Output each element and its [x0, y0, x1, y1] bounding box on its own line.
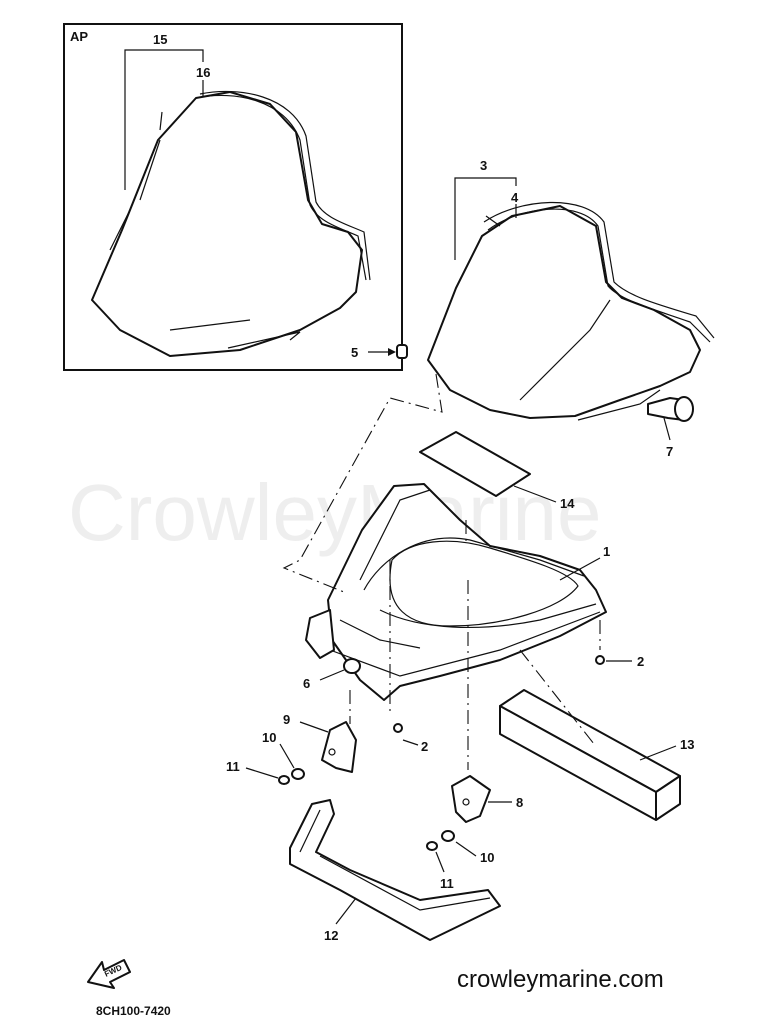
callout-3: 3 [480, 158, 487, 173]
watermark-text: CrowleyMarine [68, 468, 601, 557]
inset-label: AP [70, 29, 88, 44]
screw-2-right: 2 [595, 654, 644, 669]
callout-11-left: 11 [226, 759, 240, 774]
fwd-arrow-icon: FWD [87, 959, 131, 989]
washer-10-left: 10 [262, 730, 305, 780]
callout-10-left: 10 [262, 730, 276, 745]
pad-14: 14 [419, 431, 575, 511]
bumper-12: 12 [289, 799, 501, 943]
nut-11-left: 11 [226, 759, 290, 785]
callout-2-center: 2 [421, 739, 428, 754]
callout-9: 9 [283, 712, 290, 727]
grommet-6: 6 [303, 658, 361, 691]
callout-5: 5 [351, 345, 358, 360]
inset-ap: AP 15 16 [63, 23, 403, 371]
windshield-part [427, 205, 701, 419]
windshield-ap [91, 91, 363, 357]
bracket-9: 9 [283, 712, 357, 773]
knob-7: 7 [647, 396, 694, 459]
bolt-5: 5 [351, 344, 408, 360]
screw-2-center: 2 [393, 723, 428, 754]
callout-2-right: 2 [637, 654, 644, 669]
callout-11-right: 11 [440, 876, 454, 891]
windshield-standard: 3 4 [427, 158, 715, 421]
bracket-8: 8 [451, 775, 523, 823]
drawing-code: 8CH100-7420 [96, 1004, 171, 1018]
callout-13: 13 [680, 737, 694, 752]
washer-10-right: 10 [441, 830, 494, 865]
callout-8: 8 [516, 795, 523, 810]
callout-4: 4 [511, 190, 519, 205]
callout-6: 6 [303, 676, 310, 691]
callout-14: 14 [560, 496, 575, 511]
callout-16: 16 [196, 65, 210, 80]
callout-15: 15 [153, 32, 167, 47]
callout-7: 7 [666, 444, 673, 459]
cowling-part [327, 483, 607, 701]
callout-1: 1 [603, 544, 610, 559]
cowling-1: 1 [305, 483, 610, 701]
alignment-lines [282, 373, 601, 770]
site-url: crowleymarine.com [457, 966, 664, 993]
callout-10-right: 10 [480, 850, 494, 865]
nut-11-right: 11 [426, 841, 454, 891]
callout-12: 12 [324, 928, 338, 943]
foam-block-13: 13 [499, 689, 694, 821]
